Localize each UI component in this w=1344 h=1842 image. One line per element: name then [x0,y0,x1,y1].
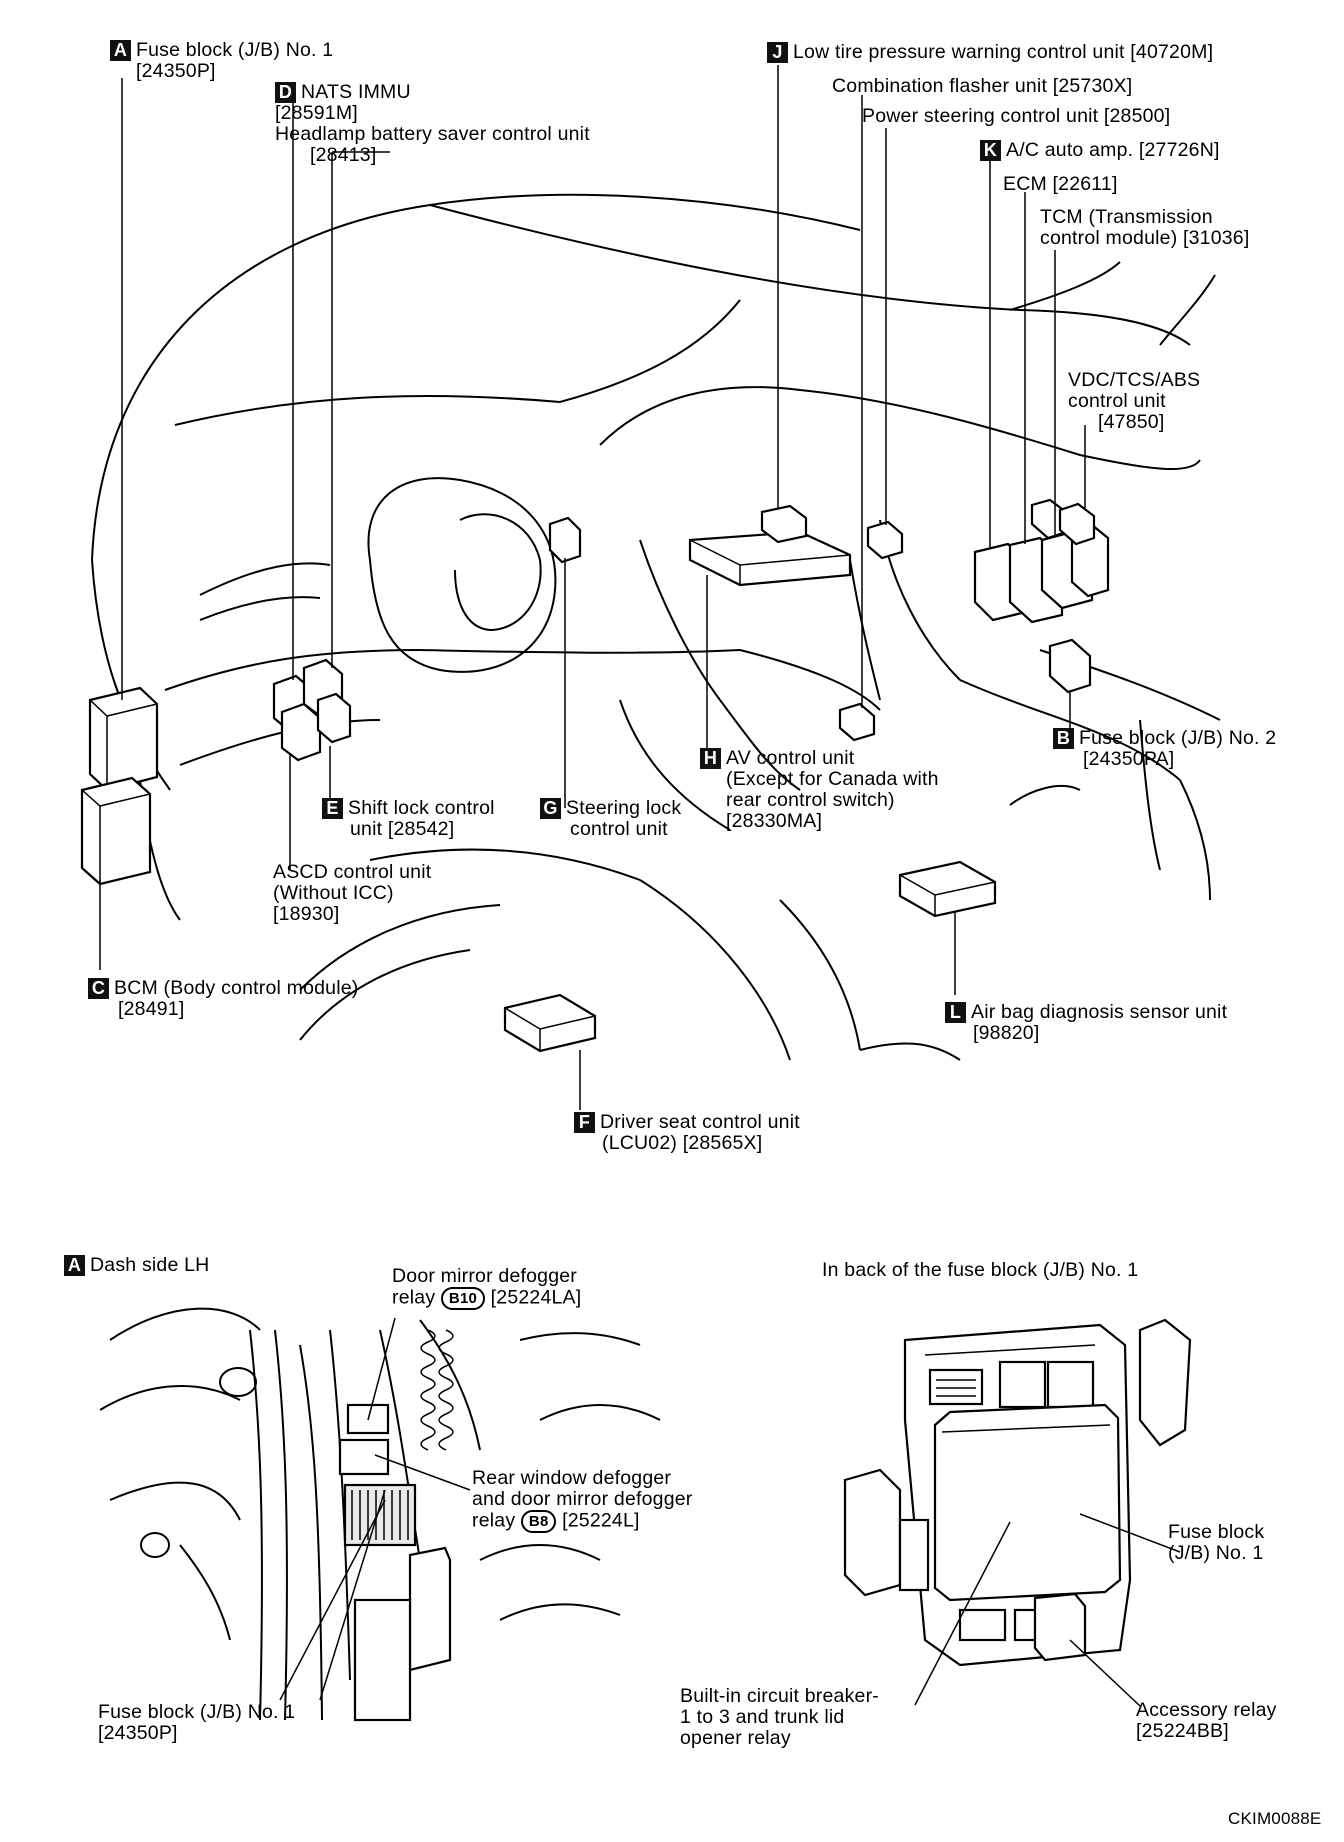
fuse-block-1-box [88,686,159,792]
badge-e: E [322,798,343,819]
components [80,498,1110,1053]
badge-a: A [110,40,131,61]
label-ecm: ECM [22611] [1003,173,1118,195]
badge-a-dash: A [64,1255,85,1276]
label-tcm: TCM (Transmission control module) [31036… [1040,206,1250,249]
badge-l: L [945,1002,966,1023]
label-power-steering: Power steering control unit [28500] [862,105,1171,127]
badge-c: C [88,978,109,999]
badge-h: H [700,748,721,769]
badge-b: B [1053,728,1074,749]
badge-k: K [980,140,1001,161]
relay-tag-b8: B8 [520,1510,557,1533]
badge-f: F [574,1112,595,1133]
label-accessory-relay: Accessory relay [25224BB] [1136,1699,1277,1742]
leader-lines-back [914,1513,1181,1707]
leader-lines-dash [279,1317,471,1701]
badge-d: D [275,82,296,103]
badge-j: J [767,42,788,63]
badge-g: G [540,798,561,819]
label-dash-fuse-block: Fuse block (J/B) No. 1 [24350P] [98,1701,296,1744]
figure-code: CKIM0088E [1228,1809,1322,1828]
label-back-fuse-block: Fuse block (J/B) No. 1 [1168,1521,1265,1564]
label-ascd-control-unit: ASCD control unit (Without ICC) [18930] [273,861,432,925]
dash-side-lh-drawing [99,1307,661,1722]
back-title: In back of the fuse block (J/B) No. 1 [822,1259,1139,1281]
bcm-box [80,776,152,886]
leader-lines-top [99,65,1086,1110]
fuse-block-back-drawing [843,1318,1192,1667]
label-vdc-tcs-abs: VDC/TCS/ABS control unit [47850] [1068,369,1201,433]
label-combination-flasher: Combination flasher unit [25730X] [832,75,1133,97]
label-door-mirror-relay: Door mirror defogger relay B10 [25224LA] [392,1265,582,1310]
label-circuit-breaker: Built-in circuit breaker- 1 to 3 and tru… [680,1685,879,1749]
dashboard-outline [91,193,1221,1061]
label-rear-window-relay: Rear window defogger and door mirror def… [472,1467,693,1533]
relay-tag-b10: B10 [440,1287,486,1310]
